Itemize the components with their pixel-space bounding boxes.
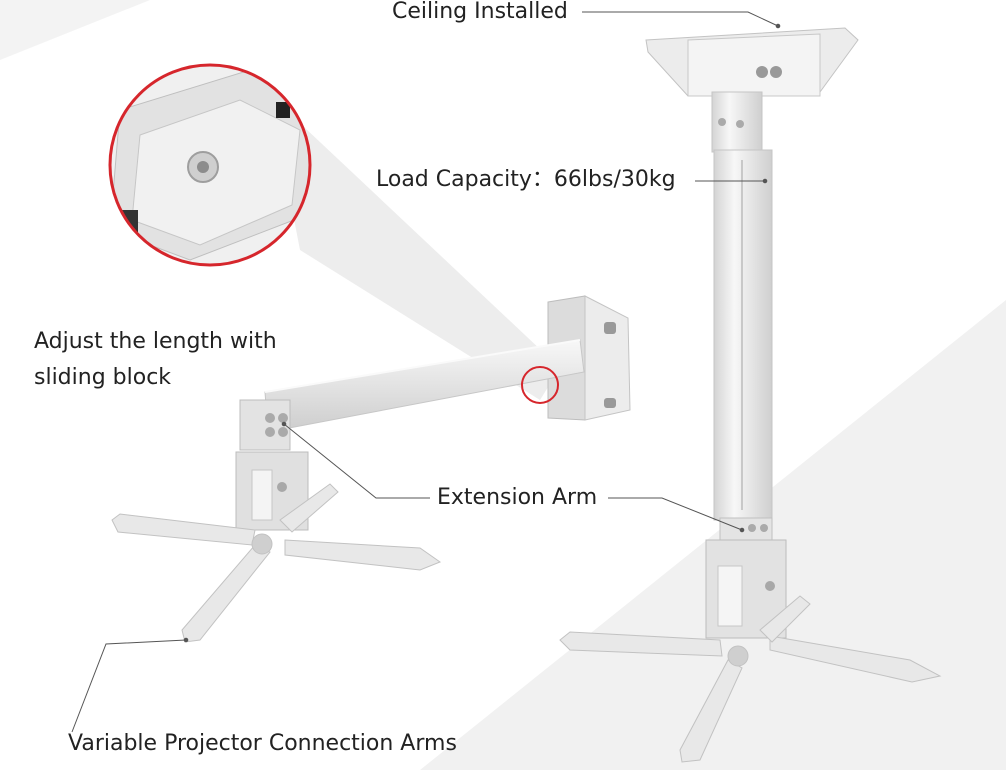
label-adjust-length: Adjust the length with sliding block: [34, 329, 277, 390]
zoom-cone: [270, 95, 560, 400]
label-extension-arm: Extension Arm: [437, 485, 598, 510]
highlight-circle-arm: [521, 366, 559, 404]
leader-arms: [71, 639, 187, 733]
leader-extension-right: [608, 497, 743, 531]
label-connection-arms: Variable Projector Connection Arms: [68, 731, 457, 756]
leader-extension-left: [283, 423, 430, 499]
leader-ceiling: [582, 11, 779, 27]
right-spider-arms: [559, 595, 942, 763]
telescopic-pole: [711, 91, 773, 541]
leader-lines: [71, 11, 781, 733]
background-panel-left: [0, 0, 150, 60]
label-load-capacity: Load Capacity：66lbs/30kg: [376, 167, 676, 192]
label-ceiling-installed: Ceiling Installed: [392, 0, 568, 24]
ceiling-plate: [645, 27, 859, 97]
detail-zoom: [108, 63, 312, 267]
left-spider-arms: [111, 483, 442, 643]
